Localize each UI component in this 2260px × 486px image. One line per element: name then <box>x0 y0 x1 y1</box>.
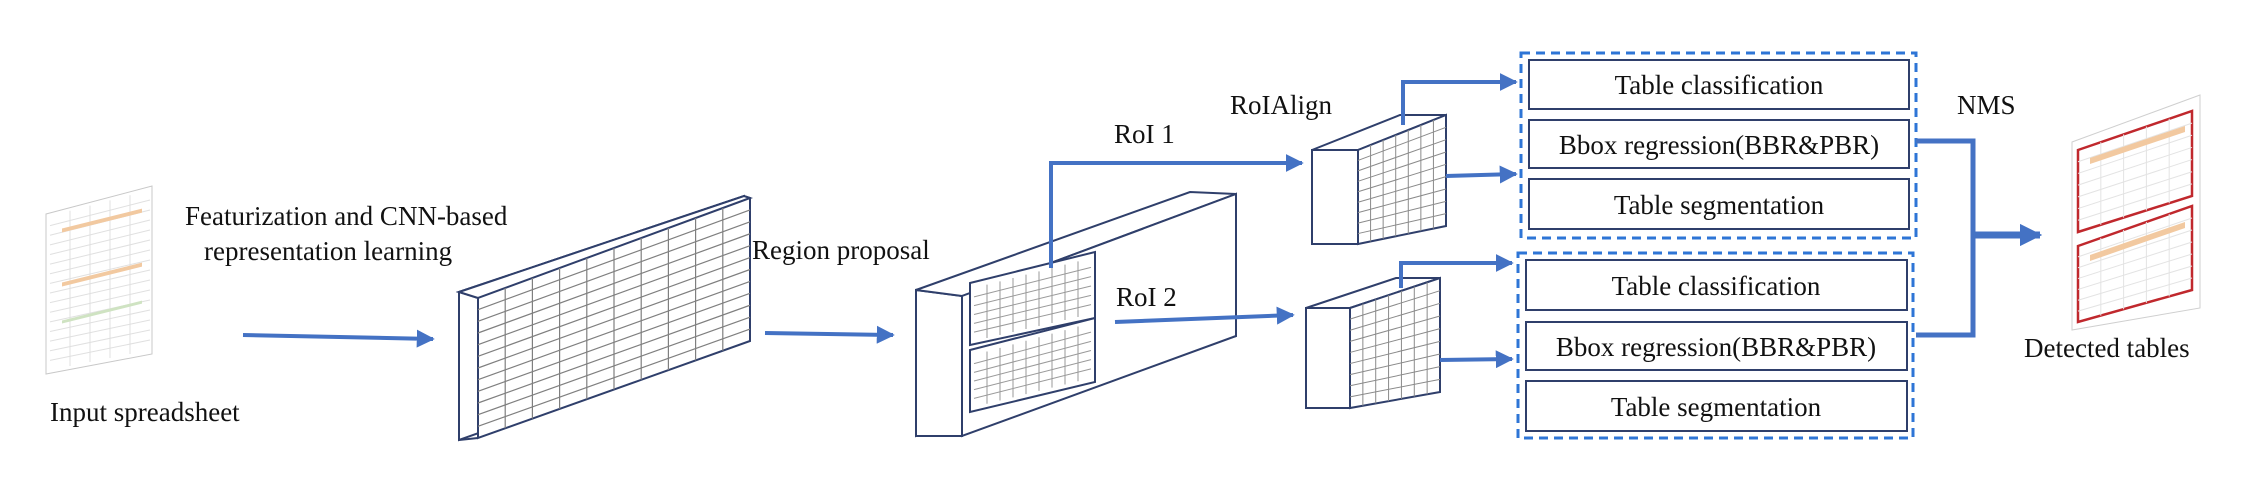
roi2-segmentation-box: Table segmentation <box>1525 380 1908 432</box>
detected-tables-label: Detected tables <box>2024 333 2190 363</box>
roi1-segmentation-box: Table segmentation <box>1528 178 1910 230</box>
nms-label: NMS <box>1957 90 2016 120</box>
roi2-regression-box: Bbox regression(BBR&PBR) <box>1525 321 1908 371</box>
featurization-label-line1: Featurization and CNN-based <box>185 201 508 231</box>
nms-merge-bracket <box>1916 138 1976 338</box>
region-proposal-arrow <box>764 325 895 344</box>
region-proposal-label: Region proposal <box>752 235 930 265</box>
roi1-classification-box: Table classification <box>1528 59 1910 110</box>
roi2-classification-box: Table classification <box>1525 259 1908 311</box>
roi1-arrow <box>1049 154 1304 268</box>
detected-table-thumbnail-icon <box>2071 94 2201 331</box>
featurization-arrow <box>242 329 435 348</box>
roi2-heads-dashed-border <box>1516 251 1915 440</box>
roi2-arrow <box>1114 306 1295 325</box>
detected-table-1-box <box>2076 109 2194 234</box>
roi1-classification-text: Table classification <box>1615 70 1824 100</box>
roi2-heads: Table classification Bbox regression(BBR… <box>1516 251 1915 440</box>
roi2-classification-text: Table classification <box>1612 271 1821 301</box>
roi1-to-classification-arrow <box>1401 73 1518 125</box>
roi2-label: RoI 2 <box>1116 282 1177 312</box>
roialign-label: RoIAlign <box>1230 90 1333 120</box>
roi1-regression-box: Bbox regression(BBR&PBR) <box>1528 119 1910 169</box>
roi1-to-regression-arrow <box>1445 165 1518 184</box>
spreadsheet-thumbnail-icon <box>45 185 153 375</box>
roi1-segmentation-text: Table segmentation <box>1614 190 1825 220</box>
feature-map-block <box>455 194 754 442</box>
roi2-regression-text: Bbox regression(BBR&PBR) <box>1556 332 1876 362</box>
roi1-regression-text: Bbox regression(BBR&PBR) <box>1559 130 1879 160</box>
roi1-aligned-feature <box>1311 113 1447 246</box>
roi2-segmentation-text: Table segmentation <box>1611 392 1822 422</box>
roi1-heads-dashed-border <box>1519 51 1918 240</box>
roi2-proposal-box <box>969 316 1096 414</box>
featurization-label-line2: representation learning <box>204 236 452 266</box>
roi1-heads: Table classification Bbox regression(BBR… <box>1519 51 1918 240</box>
roi2-to-regression-arrow <box>1439 350 1514 369</box>
roi1-label: RoI 1 <box>1114 119 1175 149</box>
input-spreadsheet-label: Input spreadsheet <box>50 397 240 427</box>
roi2-to-classification-arrow <box>1399 254 1514 288</box>
